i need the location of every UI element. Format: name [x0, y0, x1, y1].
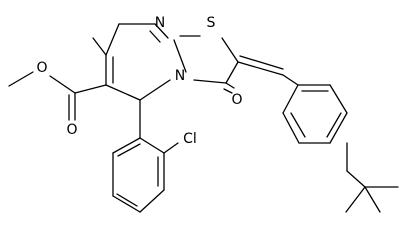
bond — [225, 61, 239, 84]
bond — [154, 23, 169, 39]
bond — [221, 37, 239, 63]
bond — [282, 84, 299, 114]
bond — [8, 71, 34, 87]
bond — [116, 193, 138, 207]
bond — [346, 170, 366, 188]
atom-o-ester-single: O — [36, 60, 47, 76]
ketone-bond — [225, 82, 235, 89]
bond — [364, 186, 381, 213]
bond — [74, 84, 107, 94]
exocyclic-bond — [239, 55, 284, 70]
bond — [173, 39, 187, 73]
bond — [139, 137, 165, 154]
tert-butylphenyl-ring — [282, 74, 348, 144]
thiazolidinone-ring — [179, 35, 239, 84]
methyl-bond — [92, 37, 107, 56]
bond — [139, 189, 165, 213]
atom-n-top: N — [155, 15, 165, 31]
atom-o-ester-double: O — [66, 122, 77, 138]
bond — [117, 143, 141, 157]
chlorine-bond — [163, 142, 179, 154]
tert-butyl-group — [345, 142, 399, 213]
bond — [105, 23, 120, 56]
pyrimidine-ring — [105, 23, 187, 101]
exocyclic-bond — [237, 61, 284, 76]
bond — [49, 75, 76, 94]
ester-group — [8, 71, 107, 121]
bond — [193, 79, 227, 84]
bond — [149, 30, 161, 43]
bond — [282, 112, 300, 144]
molecule-structure: N S N O O O Cl — [8, 15, 399, 213]
bond — [326, 112, 342, 138]
atom-n-bridge: N — [175, 68, 185, 84]
bond — [139, 79, 171, 101]
atom-s: S — [207, 15, 216, 31]
atom-cl: Cl — [183, 131, 197, 147]
bond — [329, 112, 348, 144]
chlorophenyl-ring — [112, 99, 165, 213]
bond — [112, 137, 141, 154]
bond — [112, 195, 141, 213]
bond — [282, 74, 299, 86]
bond — [345, 186, 366, 213]
ketone-bond — [223, 88, 233, 94]
bond — [105, 84, 141, 101]
bond — [290, 112, 306, 138]
atom-o-ketone: O — [231, 92, 242, 108]
bond — [329, 84, 348, 114]
